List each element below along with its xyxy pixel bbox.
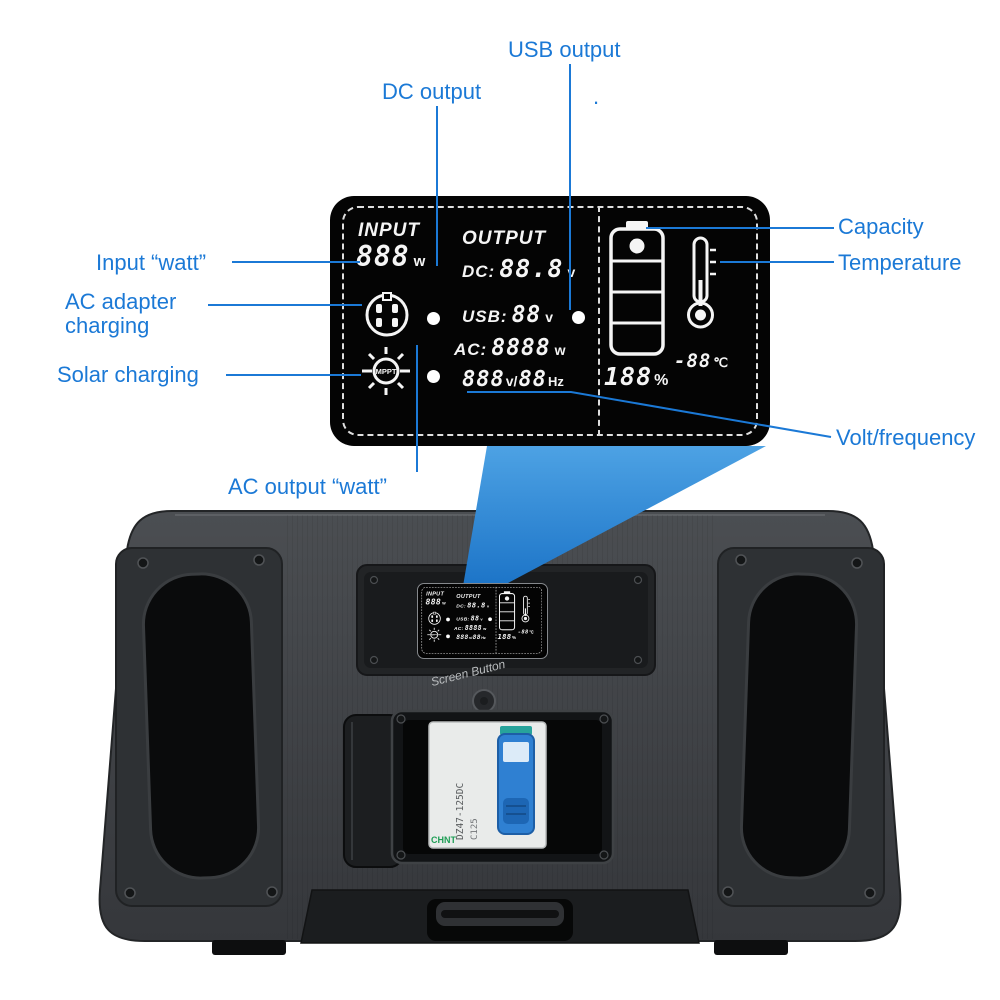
screen-button [472, 689, 496, 713]
volt-frequency-readout: 888 v/ 88 Hz [456, 633, 486, 641]
left-handle-panel [115, 547, 283, 907]
zoom-funnel [462, 446, 766, 592]
output-section-label: OUTPUT [462, 228, 547, 249]
usb-readout: USB: 88 v [462, 302, 554, 328]
capacity-readout: 188 % [497, 632, 517, 641]
indicator-dot-voltfreq-left [427, 370, 440, 383]
indicator-dot-usb-right [488, 617, 492, 622]
indicator-dot-usb-right [572, 311, 585, 324]
callout-ac-adapter-line1: AC adapter [65, 289, 177, 314]
indicator-dot-usb-left [446, 617, 450, 622]
callout-ac-adapter-line2: charging [65, 313, 150, 338]
thermometer-icon [686, 236, 718, 335]
left-handle-hole [141, 572, 261, 880]
thermometer-icon [521, 595, 530, 625]
breaker-rating-text: C125 [470, 818, 480, 840]
breaker-brand-logo: CHNT [431, 835, 456, 845]
compartment-door [343, 714, 403, 868]
callout-temperature: Temperature [838, 250, 962, 275]
left-foot [212, 940, 286, 955]
device-lcd-mini-screen: INPUT 888 w [417, 583, 548, 659]
callout-volt-frequency: Volt/frequency [836, 425, 976, 450]
ac-adapter-port-icon [363, 291, 411, 344]
indicator-dot-voltfreq-left [446, 634, 450, 639]
panel-section-divider [495, 586, 497, 654]
lcd-display-panel: INPUT 888 w [418, 584, 546, 657]
input-watts-readout: 888 w [425, 596, 446, 607]
breaker-compartment: DZ47-125DC C125 CHNT [343, 709, 615, 868]
callout-input-watt: Input “watt” [96, 250, 207, 275]
panel-section-divider [598, 206, 600, 436]
screen-button-label: Screen Button [429, 657, 507, 689]
panel-dashed-border [421, 586, 543, 654]
solar-mppt-icon: MPPT [360, 345, 412, 402]
base-section [212, 889, 788, 955]
solar-mppt-icon: MPPT [427, 627, 442, 644]
capacity-readout: 188 % [604, 362, 669, 391]
ac-readout: AC: 8888 w [454, 335, 566, 361]
ac-adapter-port-icon [428, 611, 442, 627]
input-section-label: INPUT [426, 590, 445, 598]
output-section-label: OUTPUT [456, 593, 481, 600]
temperature-readout: -88 ℃ [517, 628, 534, 636]
right-handle-panel [717, 547, 885, 907]
input-watts-readout: 888 w [356, 240, 426, 273]
usb-readout: USB: 88 v [456, 614, 483, 623]
circuit-breaker: DZ47-125DC C125 CHNT [428, 721, 547, 849]
lcd-display-panel: INPUT 888 w [330, 196, 770, 446]
mppt-label: MPPT [431, 635, 438, 637]
right-foot [714, 940, 788, 955]
mppt-label: MPPT [376, 367, 397, 376]
battery-capacity-icon [498, 591, 516, 632]
dc-readout: DC: 88.8 v [462, 254, 576, 283]
ac-readout: AC: 8888 w [453, 624, 487, 632]
input-section-label: INPUT [358, 220, 420, 241]
stray-dot: . [593, 84, 600, 109]
dc-readout: DC: 88.8 v [456, 600, 490, 610]
device-body [98, 510, 902, 942]
callout-ac-output-watt: AC output “watt” [228, 474, 387, 499]
breaker-model-text: DZ47-125DC [455, 783, 466, 840]
callout-usb-output: USB output [508, 37, 621, 62]
right-handle-hole [739, 572, 859, 880]
indicator-dot-usb-left [427, 312, 440, 325]
breaker-toggle [497, 733, 535, 835]
battery-capacity-icon [608, 220, 666, 361]
volt-frequency-readout: 888 v/ 88 Hz [462, 367, 564, 392]
callout-dc-output: DC output [382, 79, 482, 104]
callout-capacity: Capacity [838, 214, 924, 239]
callout-solar-charging: Solar charging [57, 362, 199, 387]
compartment-screws [396, 714, 609, 860]
temperature-readout: -88 ℃ [674, 350, 728, 372]
bottom-handle-recess [427, 899, 573, 941]
